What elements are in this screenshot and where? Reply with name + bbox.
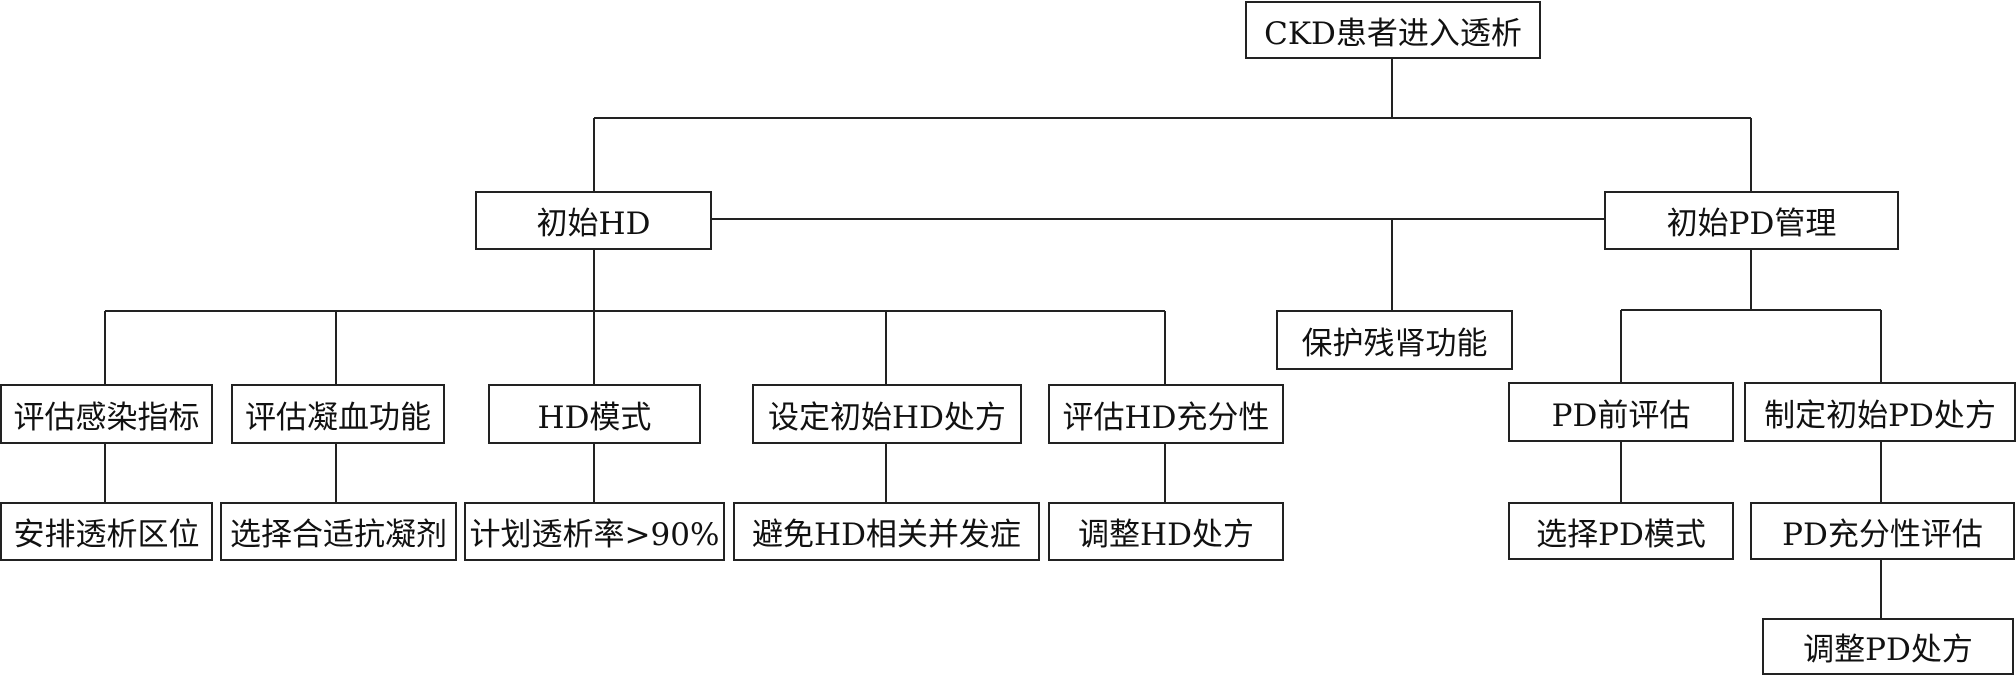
root-node: CKD患者进入透析	[1245, 1, 1541, 59]
hd-area-node: 安排透析区位	[0, 502, 213, 561]
hd-node: 初始HD	[475, 191, 712, 250]
hd-rate-node: 计划透析率>90%	[464, 502, 725, 561]
pd-node: 初始PD管理	[1604, 191, 1899, 250]
hd-infection-node: 评估感染指标	[0, 384, 213, 444]
pd-pre-assessment-node: PD前评估	[1508, 382, 1734, 442]
hd-complication-node: 避免HD相关并发症	[733, 502, 1040, 561]
pd-adjust-node: 调整PD处方	[1762, 618, 2014, 675]
pd-adequacy-node: PD充分性评估	[1750, 502, 2015, 560]
hd-mode-node: HD模式	[488, 384, 701, 444]
hd-adjust-node: 调整HD处方	[1048, 502, 1284, 561]
hd-prescription-node: 设定初始HD处方	[752, 384, 1022, 444]
residual-renal-node: 保护残肾功能	[1276, 310, 1513, 370]
hd-coagulation-node: 评估凝血功能	[231, 384, 445, 444]
pd-mode-node: 选择PD模式	[1508, 502, 1734, 560]
hd-adequacy-node: 评估HD充分性	[1048, 384, 1284, 444]
pd-prescription-node: 制定初始PD处方	[1744, 382, 2016, 442]
hd-anticoagulant-node: 选择合适抗凝剂	[220, 502, 457, 561]
